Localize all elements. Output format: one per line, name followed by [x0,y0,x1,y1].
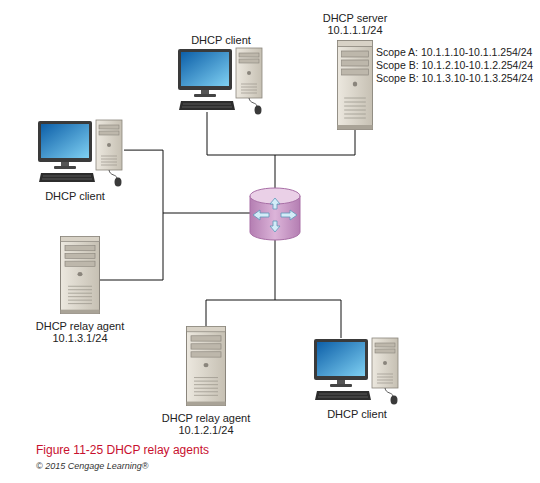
scope-range: Scope B: 10.1.2.10-10.1.2.254/24 [376,59,533,72]
network-cable [100,150,163,280]
client-computer: DHCP client [314,338,400,402]
relay-agent: DHCP relay agent 10.1.2.1/24 [186,326,226,406]
client-computer-icon [314,338,398,405]
figure-caption: Figure 11-25 DHCP relay agents [36,443,209,457]
relay-server-icon [61,236,100,313]
relay-server-icon [187,326,226,405]
scope-range: Scope B: 10.1.3.10-10.1.3.254/24 [376,72,533,85]
node-label: DHCP client [307,408,407,420]
server-icon [337,41,372,130]
node-label: DHCP client [171,34,271,46]
node-label: DHCP relay agent 10.1.3.1/24 [28,320,132,344]
client-computer: DHCP client [178,48,264,112]
scope-range: Scope A: 10.1.1.10-10.1.1.254/24 [376,46,532,59]
client-computer-icon [178,48,262,115]
node-label: DHCP relay agent 10.1.2.1/24 [154,412,258,436]
client-computer-icon [38,120,122,187]
node-label: DHCP client [25,190,125,202]
relay-agent: DHCP relay agent 10.1.3.1/24 [60,236,100,314]
node-label: DHCP server 10.1.1.1/24 [313,12,397,36]
copyright-note: © 2015 Cengage Learning® [36,461,148,472]
router-symbol [250,188,300,240]
network-cable [206,300,341,338]
dhcp-server: DHCP server 10.1.1.1/24Scope A: 10.1.1.1… [337,40,373,130]
client-computer: DHCP client [38,120,124,184]
network-cable [207,112,355,155]
